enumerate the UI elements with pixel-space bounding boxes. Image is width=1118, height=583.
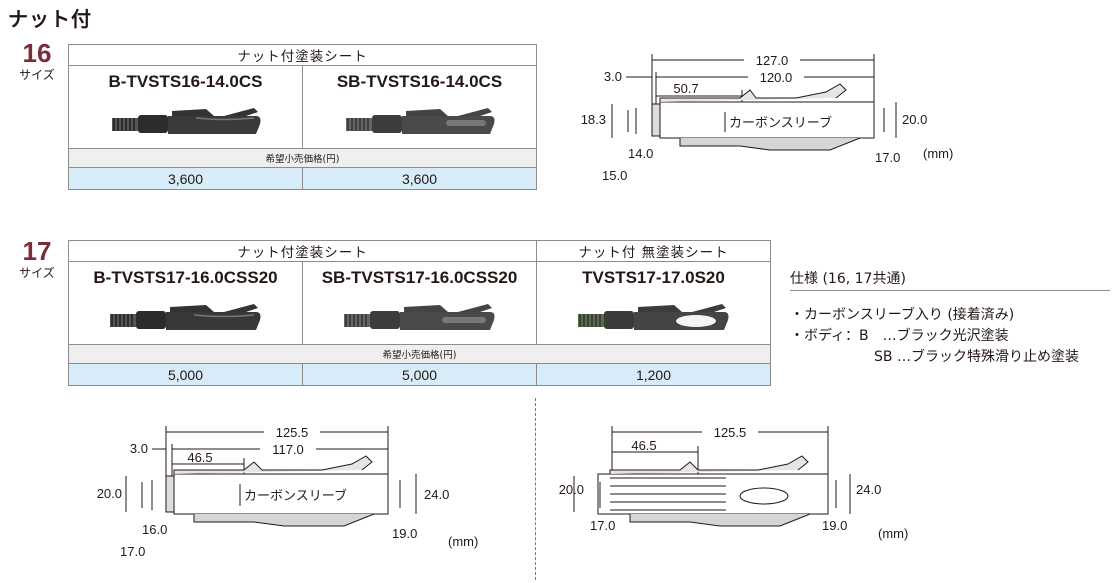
group-header: ナット付塗装シート — [68, 44, 537, 66]
size-label: サイズ — [19, 266, 55, 280]
unit-label: (mm) — [448, 534, 478, 549]
dim-length: 117.0 — [272, 442, 304, 457]
dim-length: 120.0 — [760, 70, 793, 85]
dim-right-inner: 19.0 — [392, 526, 417, 541]
size-number: 16 — [22, 38, 52, 68]
price-value: 5,000 — [302, 363, 537, 386]
product-table-16: ナット付塗装シート B-TVSTS16-14.0CS SB-TVSTS16-14… — [68, 44, 537, 190]
product-code: SB-TVSTS16-14.0CS — [302, 65, 537, 92]
dim-nut: 46.5 — [631, 438, 656, 453]
dim-right-outer: 24.0 — [856, 482, 881, 497]
size-16-marker: 16 サイズ — [17, 40, 57, 83]
product-code: SB-TVSTS17-16.0CSS20 — [302, 261, 537, 288]
dim-left-inner-a: 14.0 — [628, 146, 653, 161]
dim-right-outer: 20.0 — [902, 112, 927, 127]
dim-right-inner: 19.0 — [822, 518, 847, 533]
dim-left-outer: 20.0 — [559, 482, 584, 497]
price-value: 1,200 — [536, 363, 771, 386]
size-number: 17 — [22, 236, 52, 266]
dim-offset: 3.0 — [130, 441, 148, 456]
dim-nut: 46.5 — [187, 450, 212, 465]
unit-label: (mm) — [878, 526, 908, 541]
dim-left-outer: 20.0 — [97, 486, 122, 501]
size-17-marker: 17 サイズ — [17, 238, 57, 281]
price-value: 5,000 — [68, 363, 303, 386]
spec-item: ・カーボンスリーブ入り (接着済み) — [790, 307, 1015, 323]
product-photo — [302, 92, 537, 149]
group-header: ナット付 無塗装シート — [536, 240, 771, 262]
dim-right-outer: 24.0 — [424, 487, 449, 502]
dimension-drawing-17b: 125.5 46.5 20.0 17.0 24.0 19.0 (mm) — [559, 424, 908, 541]
dim-left-inner-a: 16.0 — [142, 522, 167, 537]
dim-left-inner-b: 17.0 — [120, 544, 145, 559]
product-photo — [536, 288, 771, 345]
dimension-drawing-17a: 125.5 117.0 3.0 46.5 カーボンスリーブ 20.0 16.0 … — [97, 424, 478, 559]
product-photo — [68, 92, 303, 149]
dim-left-outer: 18.3 — [581, 112, 606, 127]
size-label: サイズ — [19, 68, 55, 82]
product-code: TVSTS17-17.0S20 — [536, 261, 771, 288]
price-value: 3,600 — [68, 167, 303, 190]
price-value: 3,600 — [302, 167, 537, 190]
reel-seat-icon — [109, 304, 260, 330]
reel-seat-icon — [577, 304, 728, 330]
price-label: 希望小売価格(円) — [68, 344, 771, 364]
spec-divider — [790, 290, 1110, 291]
page-title: ナット付 — [8, 7, 92, 31]
unit-label: (mm) — [923, 146, 953, 161]
product-code: B-TVSTS17-16.0CSS20 — [68, 261, 303, 288]
price-label: 希望小売価格(円) — [68, 148, 537, 168]
sleeve-label: カーボンスリーブ — [729, 115, 832, 131]
dim-left-inner: 17.0 — [590, 518, 615, 533]
group-header: ナット付塗装シート — [68, 240, 537, 262]
dim-offset: 3.0 — [604, 69, 622, 84]
dimension-drawing-16: 127.0 120.0 3.0 50.7 カーボンスリーブ 18.3 14.0 … — [581, 52, 953, 183]
dim-nut: 50.7 — [673, 81, 698, 96]
product-code: B-TVSTS16-14.0CS — [68, 65, 303, 92]
dim-overall: 125.5 — [276, 425, 309, 440]
dim-overall: 127.0 — [756, 53, 789, 68]
spec-item: SB …ブラック特殊滑り止め塗装 — [874, 349, 1079, 365]
dim-right-inner: 17.0 — [875, 150, 900, 165]
reel-seat-icon — [345, 108, 494, 134]
column-divider — [535, 398, 536, 580]
product-photo — [302, 288, 537, 345]
product-table-17: ナット付塗装シート ナット付 無塗装シート B-TVSTS17-16.0CSS2… — [68, 240, 771, 386]
reel-seat-icon — [111, 108, 260, 134]
dim-left-inner-b: 15.0 — [602, 168, 627, 183]
sleeve-label: カーボンスリーブ — [244, 488, 347, 504]
dim-overall: 125.5 — [714, 425, 747, 440]
reel-seat-icon — [343, 304, 494, 330]
spec-item: ・ボディ：B …ブラック光沢塗装 — [790, 328, 1009, 344]
spec-title: 仕様 (16, 17共通) — [790, 271, 906, 287]
product-photo — [68, 288, 303, 345]
